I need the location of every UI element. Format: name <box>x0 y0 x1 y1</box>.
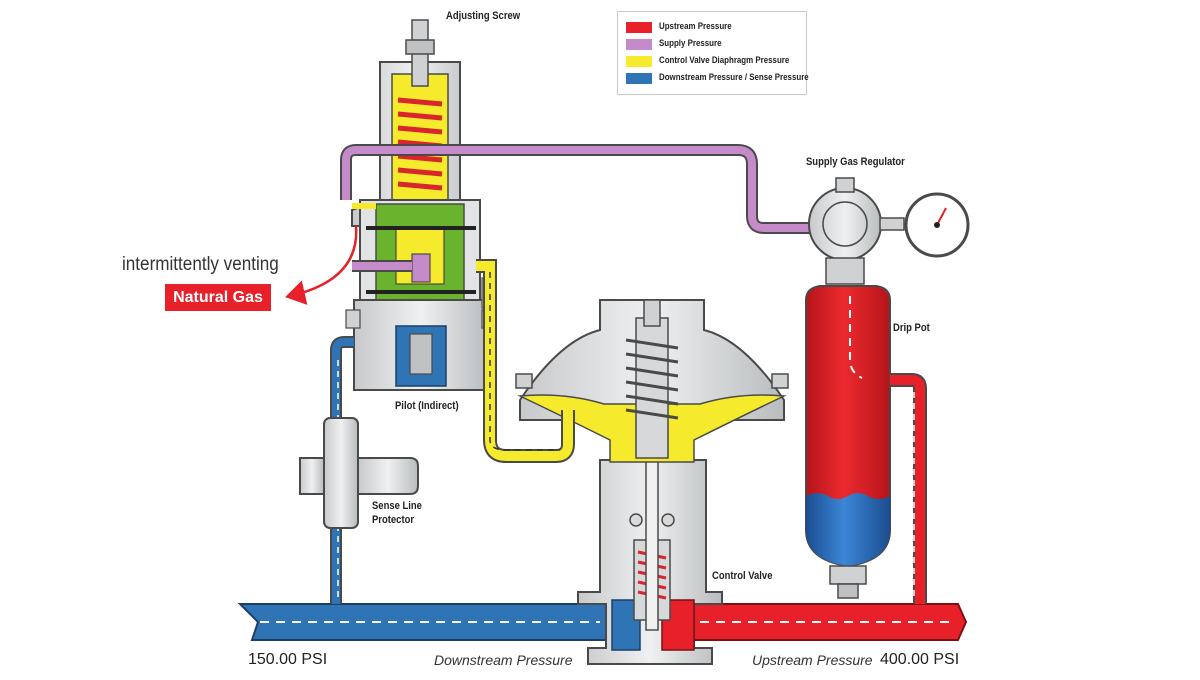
label-pilot: Pilot (Indirect) <box>395 400 459 412</box>
legend-label: Upstream Pressure <box>659 21 732 31</box>
legend-label: Control Valve Diaphragm Pressure <box>659 55 790 65</box>
legend-swatch <box>626 73 652 84</box>
legend-swatch <box>626 56 652 67</box>
label-sense-line-protector-line1: Sense Line <box>372 500 422 512</box>
sense-line <box>330 336 354 604</box>
control-valve <box>515 299 789 665</box>
upstream-label: Upstream Pressure <box>752 652 873 668</box>
label-sense-line-protector-line2: Protector <box>372 514 415 526</box>
legend-swatch <box>626 39 652 50</box>
legend: Upstream Pressure Supply Pressure Contro… <box>617 11 809 95</box>
diaphragm-line <box>352 203 575 463</box>
label-adjusting-screw: Adjusting Screw <box>446 10 521 22</box>
downstream-psi: 150.00 PSI <box>248 651 328 668</box>
upstream-tap-line <box>890 373 927 604</box>
label-supply-gas-regulator: Supply Gas Regulator <box>806 156 905 168</box>
label-control-valve: Control Valve <box>712 570 773 582</box>
main-pipeline <box>237 603 968 641</box>
natural-gas-badge: Natural Gas <box>165 284 271 311</box>
downstream-label: Downstream Pressure <box>434 652 573 668</box>
legend-swatch <box>626 22 652 33</box>
supply-line <box>340 144 812 272</box>
supply-gas-regulator <box>808 177 970 285</box>
label-drip-pot: Drip Pot <box>893 322 930 334</box>
legend-label: Supply Pressure <box>659 38 722 48</box>
legend-label: Downstream Pressure / Sense Pressure <box>659 72 809 82</box>
vent-arrow <box>285 225 358 305</box>
vent-text: intermittently venting <box>122 254 279 275</box>
drip-pot <box>805 285 891 599</box>
sense-line-protector <box>299 417 419 529</box>
upstream-psi: 400.00 PSI <box>880 651 960 668</box>
